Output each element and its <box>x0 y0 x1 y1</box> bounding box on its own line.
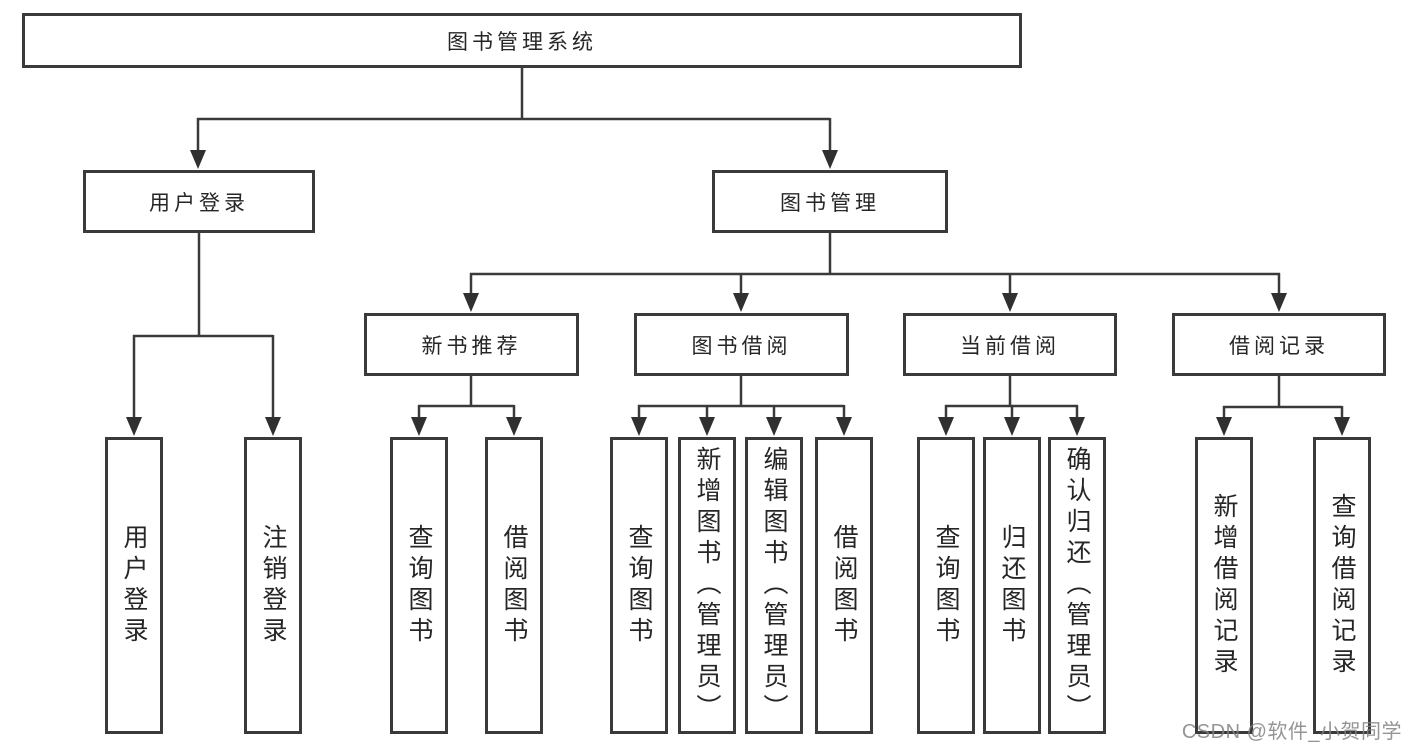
node-new-book-recommendation: 新书推荐 <box>364 313 579 376</box>
leaf-logout: 注销登录 <box>244 437 302 734</box>
node-book-borrowing: 图书借阅 <box>634 313 849 376</box>
leaf-records-add-borrow-record: 新增借阅记录 <box>1195 437 1253 734</box>
leaf-newbooks-borrow-books: 借阅图书 <box>485 437 543 734</box>
leaf-current-query-books: 查询图书 <box>917 437 975 734</box>
leaf-records-query-borrow-record: 查询借阅记录 <box>1313 437 1371 734</box>
node-borrowing-records: 借阅记录 <box>1172 313 1386 376</box>
leaf-newbooks-query-books: 查询图书 <box>390 437 448 734</box>
leaf-borrow-query-books: 查询图书 <box>610 437 668 734</box>
leaf-borrow-add-books-admin: 新增图书（管理员） <box>678 437 736 734</box>
node-book-management: 图书管理 <box>712 170 948 233</box>
node-current-borrowing: 当前借阅 <box>903 313 1117 376</box>
leaf-current-confirm-return-admin: 确认归还（管理员） <box>1048 437 1106 734</box>
leaf-borrow-borrow-books: 借阅图书 <box>815 437 873 734</box>
node-user-login: 用户登录 <box>83 170 315 233</box>
leaf-current-return-books: 归还图书 <box>983 437 1041 734</box>
node-root: 图书管理系统 <box>22 13 1022 68</box>
csdn-watermark: CSDN @软件_小贺同学 <box>1181 721 1402 743</box>
leaf-borrow-edit-books-admin: 编辑图书（管理员） <box>745 437 803 734</box>
leaf-user-login: 用户登录 <box>105 437 163 734</box>
